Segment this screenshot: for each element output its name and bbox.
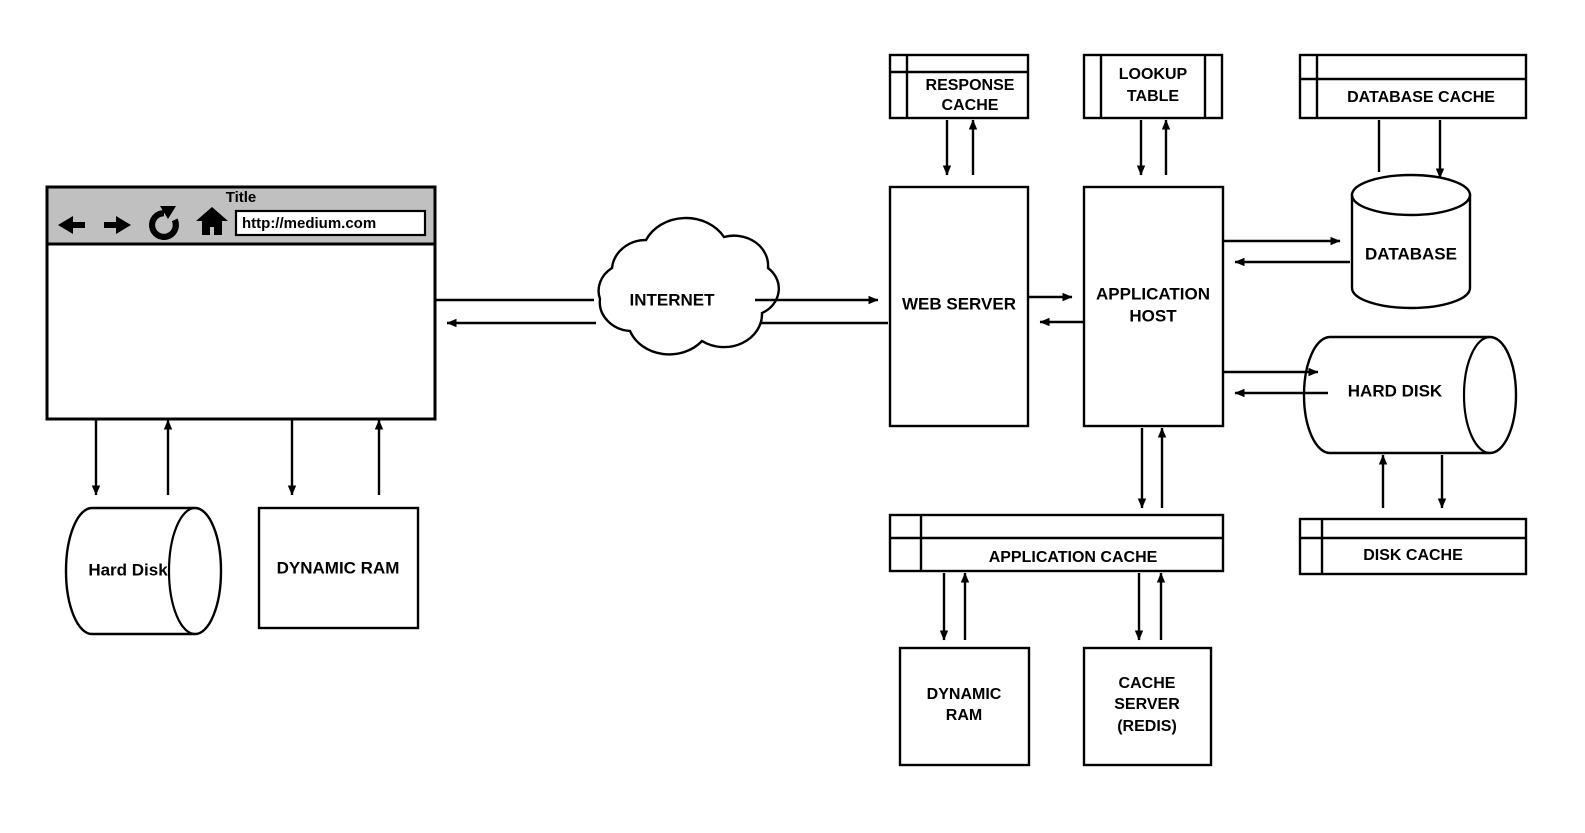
lookup-table-node: LOOKUP TABLE [1082,53,1224,120]
url-input[interactable] [234,209,427,237]
disk-cache-label: DISK CACHE [1363,547,1463,564]
response-cache-label-line1: RESPONSE [926,77,1015,94]
web-server-node: WEB SERVER [888,185,1030,428]
client-hard-disk-label: Hard Disk [88,560,168,579]
cache-server-node: CACHE SERVER (REDIS) [1082,646,1213,767]
application-cache-node: APPLICATION CACHE [888,513,1225,573]
browser-window: Title http://medium.com [45,185,437,421]
server-dynamic-ram-node: DYNAMIC RAM [898,646,1031,767]
cache-server-label-line3: (REDIS) [1117,718,1177,735]
client-dynamic-ram-label: DYNAMIC RAM [277,558,400,577]
lookup-table-label-line1: LOOKUP [1119,66,1188,83]
server-hard-disk-label: HARD DISK [1348,381,1443,400]
url-text: http://medium.com [242,215,376,232]
application-cache-label: APPLICATION CACHE [989,549,1158,566]
forward-icon[interactable] [100,210,138,240]
url-bar[interactable]: http://medium.com [234,209,427,237]
response-cache-node: RESPONSE CACHE [888,53,1030,120]
database-node: DATABASE [1350,173,1472,310]
client-dynamic-ram-node: DYNAMIC RAM [257,506,420,630]
internet-cloud-node: INTERNET [597,216,780,356]
database-label: DATABASE [1365,244,1457,263]
cache-server-label-line1: CACHE [1119,675,1176,692]
lookup-table-label-line2: TABLE [1127,88,1179,105]
database-cache-node: DATABASE CACHE [1298,53,1528,120]
internet-label: INTERNET [630,290,716,309]
client-hard-disk-node: Hard Disk [64,506,223,636]
web-server-label: WEB SERVER [902,294,1016,313]
server-dynamic-ram-label-line1: DYNAMIC [927,686,1002,703]
database-cache-label: DATABASE CACHE [1347,89,1495,106]
response-cache-label-line2: CACHE [942,97,999,114]
reload-icon[interactable] [147,206,183,242]
server-dynamic-ram-label-line2: RAM [946,707,982,724]
disk-cache-node: DISK CACHE [1298,517,1528,576]
application-host-label-line2: HOST [1129,306,1177,325]
home-icon[interactable] [194,205,230,239]
back-icon[interactable] [53,210,91,240]
application-host-label-line1: APPLICATION [1096,284,1210,303]
cache-server-label-line2: SERVER [1114,696,1180,713]
application-host-node: APPLICATION HOST [1082,185,1225,428]
server-hard-disk-node: HARD DISK [1302,335,1518,455]
browser-title-text: Title [226,189,257,206]
